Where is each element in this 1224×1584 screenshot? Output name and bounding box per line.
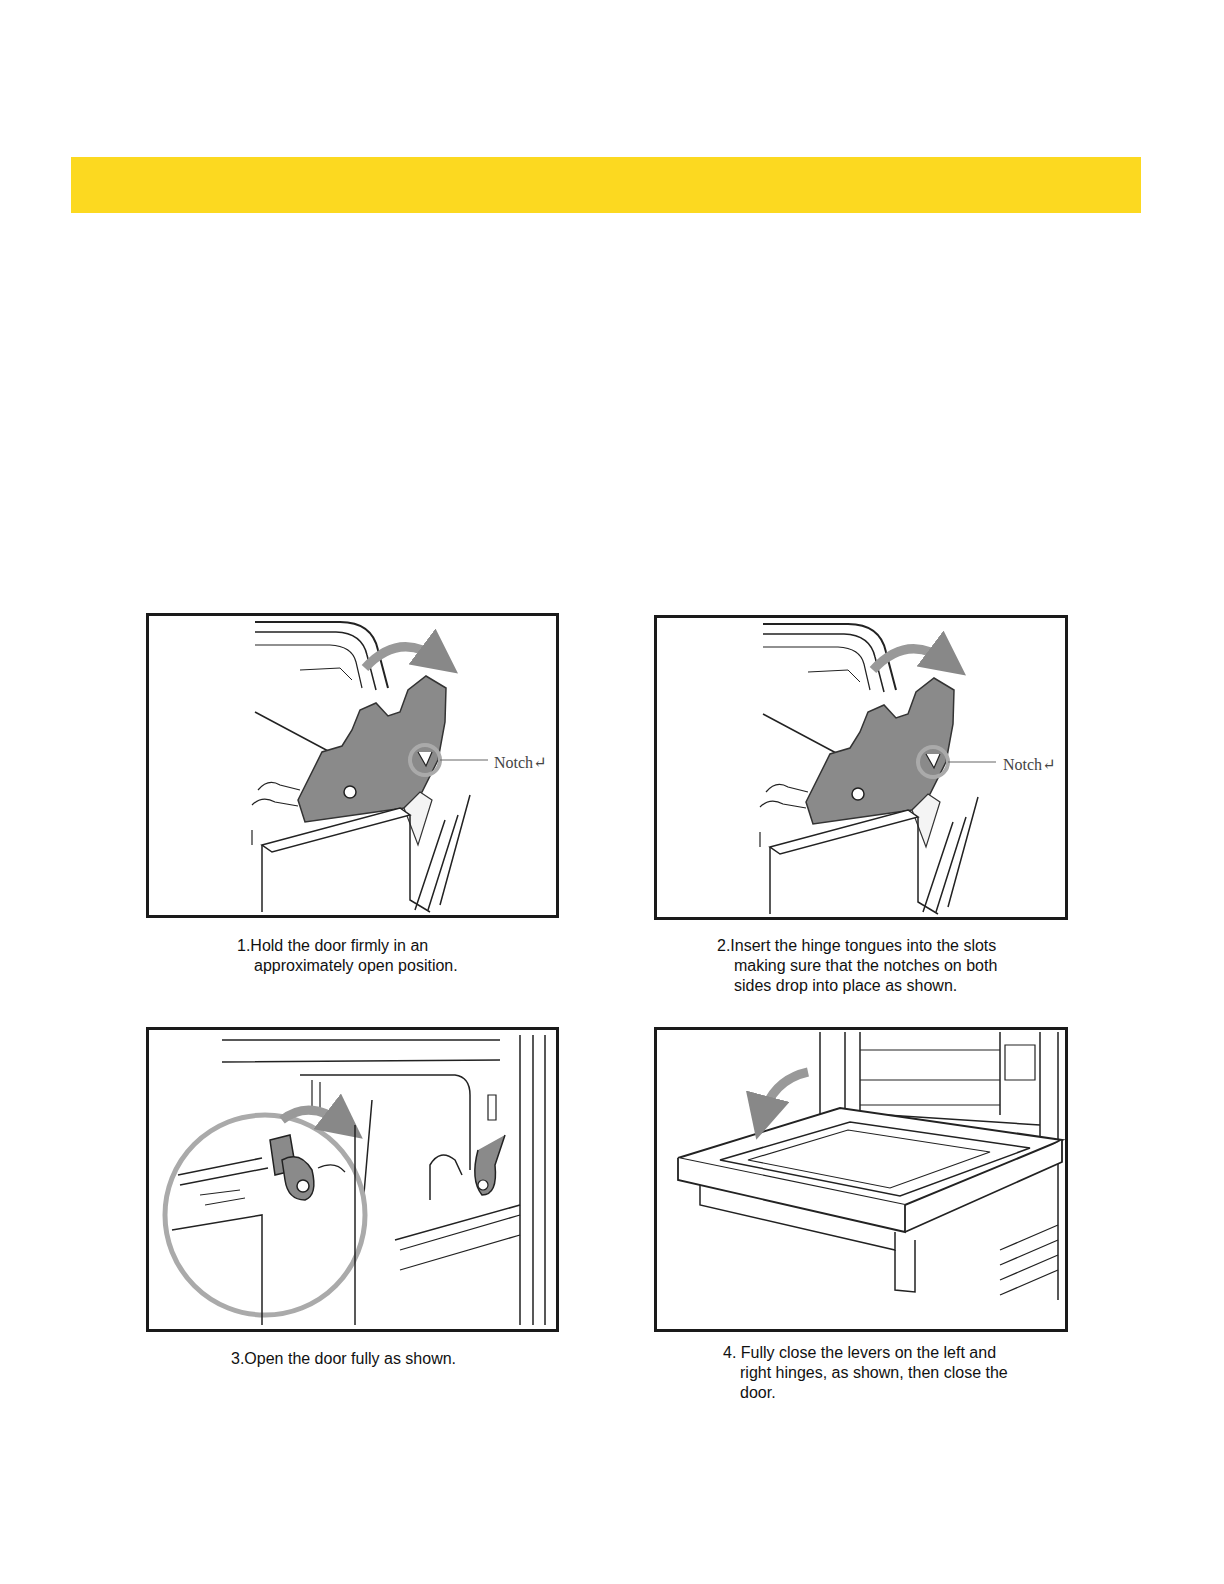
step-panel: 3.Open the door fully as shown.: [146, 1027, 559, 1332]
step-panel: Notch↵1.Hold the door firmly in an appro…: [146, 613, 559, 918]
step-caption: 4. Fully close the levers on the left an…: [723, 1343, 1025, 1403]
step-panel: Notch↵2.Insert the hinge tongues into th…: [654, 615, 1068, 920]
part-label: Notch↵: [494, 753, 547, 772]
step-caption: 1.Hold the door firmly in an approximate…: [237, 936, 482, 976]
step-panel: 4. Fully close the levers on the left an…: [654, 1027, 1068, 1332]
step-caption: 2.Insert the hinge tongues into the slot…: [717, 936, 1019, 996]
step-caption: 3.Open the door fully as shown.: [231, 1349, 548, 1369]
part-label: Notch↵: [1003, 755, 1056, 774]
header-bar: [71, 157, 1141, 213]
